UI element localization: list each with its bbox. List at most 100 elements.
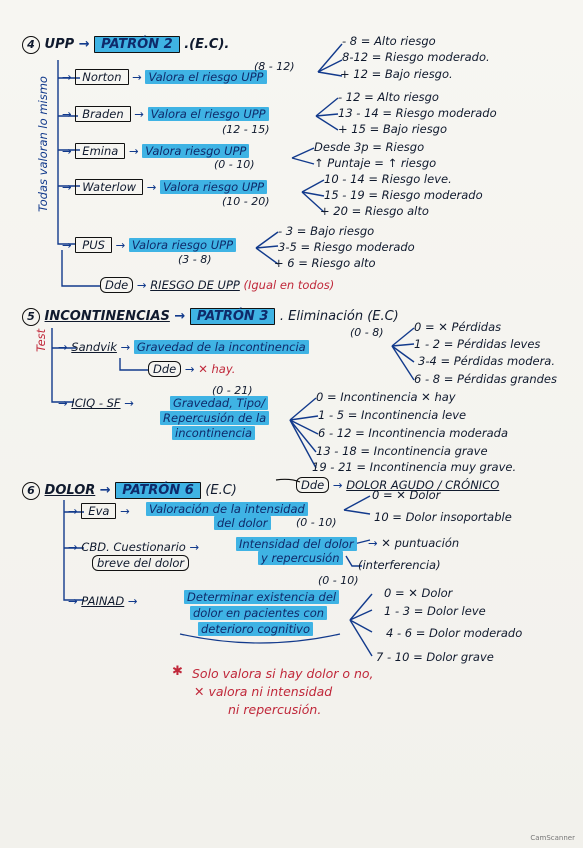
scale-description: Valora riesgo UPP — [142, 144, 250, 158]
scale-range: (0 - 21) — [212, 384, 253, 397]
section-title: INCONTINENCIAS — [44, 309, 170, 324]
sandvik-option: 0 = ✕ Pérdidas — [414, 320, 502, 334]
cbd-option: → ✕ puntuación — [368, 536, 460, 550]
iciq-option: 1 - 5 = Incontinencia leve — [318, 408, 467, 422]
iciq-option: 13 - 18 = Incontinencia grave — [316, 444, 488, 458]
norton-option: - 8 = Alto riesgo — [342, 34, 436, 48]
braden-option: 13 - 14 = Riesgo moderado — [338, 106, 497, 120]
waterlow-option: 10 - 14 = Riesgo leve. — [324, 172, 452, 186]
red-note: ✕ valora ni intensidad — [194, 684, 333, 699]
section-number: 5 — [22, 308, 40, 326]
painad-description: Determinar existencia del — [184, 590, 340, 604]
cbd-subname: breve del dolor — [92, 555, 190, 571]
scale-range: (0 - 10) — [296, 516, 337, 529]
painad-description: dolor en pacientes con — [190, 606, 328, 620]
pus-option: - 3 = Bajo riesgo — [278, 224, 375, 238]
eva-description: Valoración de la intensidad — [146, 502, 308, 516]
section-title: UPP — [44, 37, 75, 52]
scale-description: Valora el riesgo UPP — [147, 107, 269, 121]
scale-description: Valora el riesgo UPP — [145, 70, 267, 84]
scale-name: PAINAD — [81, 594, 125, 608]
painad-description: deterioro cognitivo — [198, 622, 314, 636]
note-star-icon: ✱ — [172, 664, 183, 679]
patron-badge: PATRÓN 3 — [189, 308, 276, 325]
scale-range: (12 - 15) — [222, 123, 270, 136]
dde-text: ✕ hay. — [198, 362, 236, 376]
sandvik-row: → Sandvik → Gravedad de la incontinencia — [58, 340, 309, 354]
scale-range: (3 - 8) — [178, 253, 212, 266]
scale-name: Eva — [81, 503, 117, 519]
emina-option: ↑ Puntaje = ↑ riesgo — [314, 156, 437, 170]
painad-option: 7 - 10 = Dolor grave — [376, 650, 494, 664]
section-incontinencias-heading: 5 INCONTINENCIAS → PATRÓN 3 . Eliminació… — [22, 308, 399, 326]
scale-name: PUS — [75, 237, 112, 253]
scale-name: Braden — [75, 106, 131, 122]
scale-name: Sandvik — [71, 340, 117, 354]
iciq-description: incontinencia — [172, 426, 256, 440]
painad-option: 1 - 3 = Dolor leve — [384, 604, 486, 618]
scale-range: (0 - 10) — [214, 158, 255, 171]
scanner-watermark: CamScanner — [530, 834, 575, 842]
side-note: Todas valoran lo mismo — [36, 76, 50, 212]
iciq-description: Repercusión de la — [160, 411, 270, 425]
emina-option: Desde 3p = Riesgo — [314, 140, 425, 154]
painad-option: 4 - 6 = Dolor moderado — [386, 626, 523, 640]
pus-row: → PUS → Valora riesgo UPP — [62, 237, 237, 253]
scale-name: ICIQ - SF — [71, 396, 121, 410]
sandvik-option: 6 - 8 = Pérdidas grandes — [414, 372, 557, 386]
red-note: ni repercusión. — [228, 702, 322, 717]
scale-description: Gravedad de la incontinencia — [133, 340, 309, 354]
section-dolor-heading: 6 DOLOR → PATRÓN 6 (E.C) — [22, 482, 237, 500]
iciq-description: Gravedad, Tipo/ — [170, 396, 268, 410]
sandvik-dde: Dde → ✕ hay. — [148, 361, 236, 377]
scale-name: Norton — [75, 69, 129, 85]
eva-option: 0 = ✕ Dolor — [372, 488, 441, 502]
scale-name: CBD. Cuestionario — [81, 540, 186, 554]
section-title: DOLOR — [44, 483, 96, 498]
painad-row: → PAINAD → — [68, 594, 138, 608]
norton-option: + 12 = Bajo riesgo. — [340, 67, 453, 81]
scale-range: (10 - 20) — [222, 195, 270, 208]
norton-row: → Norton → Valora el riesgo UPP — [62, 69, 267, 85]
eva-option: 10 = Dolor insoportable — [374, 510, 512, 524]
iciq-option: 6 - 12 = Incontinencia moderada — [318, 426, 508, 440]
scale-range: (8 - 12) — [254, 60, 295, 73]
cbd-description: y repercusión — [258, 551, 343, 565]
scale-name: Emina — [75, 143, 126, 159]
pus-option: 3-5 = Riesgo moderado — [278, 240, 415, 254]
waterlow-option: + 20 = Riesgo alto — [320, 204, 429, 218]
cbd-description: Intensidad del dolor — [236, 537, 357, 551]
section-rest: . Eliminación (E.C) — [279, 309, 399, 324]
iciq-option: 0 = Incontinencia ✕ hay — [316, 390, 456, 404]
eva-description: del dolor — [214, 516, 271, 530]
dde-row: Dde → RIESGO DE UPP (Igual en todos) — [100, 277, 335, 293]
iciq-option: 19 - 21 = Incontinencia muy grave. — [312, 460, 517, 474]
section-upp-heading: 4 UPP → PATRÓN 2 .(E.C). — [22, 36, 229, 54]
side-note: Test — [34, 328, 48, 352]
braden-row: → Braden → Valora el riesgo UPP — [62, 106, 269, 122]
section-ec: .(E.C). — [184, 37, 230, 52]
braden-option: + 15 = Bajo riesgo — [338, 122, 448, 136]
scale-range: (0 - 10) — [318, 574, 359, 587]
red-note: Solo valora si hay dolor o no, — [192, 666, 374, 681]
braden-option: - 12 = Alto riesgo — [338, 90, 439, 104]
dde-note: (Igual en todos) — [243, 278, 335, 292]
waterlow-option: 15 - 19 = Riesgo moderado — [324, 188, 483, 202]
scale-range: (0 - 8) — [350, 326, 384, 339]
section-ec: (E.C) — [205, 483, 237, 498]
dde-text: DOLOR AGUDO / CRÓNICO — [346, 478, 500, 492]
pus-option: + 6 = Riesgo alto — [274, 256, 376, 270]
dde-text: RIESGO DE UPP — [150, 278, 240, 292]
cbd-option: (interferencia) — [358, 558, 441, 572]
dde-label: Dde — [100, 277, 134, 293]
dde-label: Dde — [148, 361, 182, 377]
patron-badge: PATRÓN 2 — [94, 36, 180, 53]
iciq-row: → ICIQ - SF → — [58, 396, 134, 410]
sandvik-option: 1 - 2 = Pérdidas leves — [414, 337, 541, 351]
painad-option: 0 = ✕ Dolor — [384, 586, 453, 600]
norton-option: 8-12 = Riesgo moderado. — [342, 50, 490, 64]
section-number: 6 — [22, 482, 40, 500]
patron-badge: PATRÓN 6 — [115, 482, 201, 499]
emina-row: → Emina → Valora riesgo UPP — [62, 143, 250, 159]
